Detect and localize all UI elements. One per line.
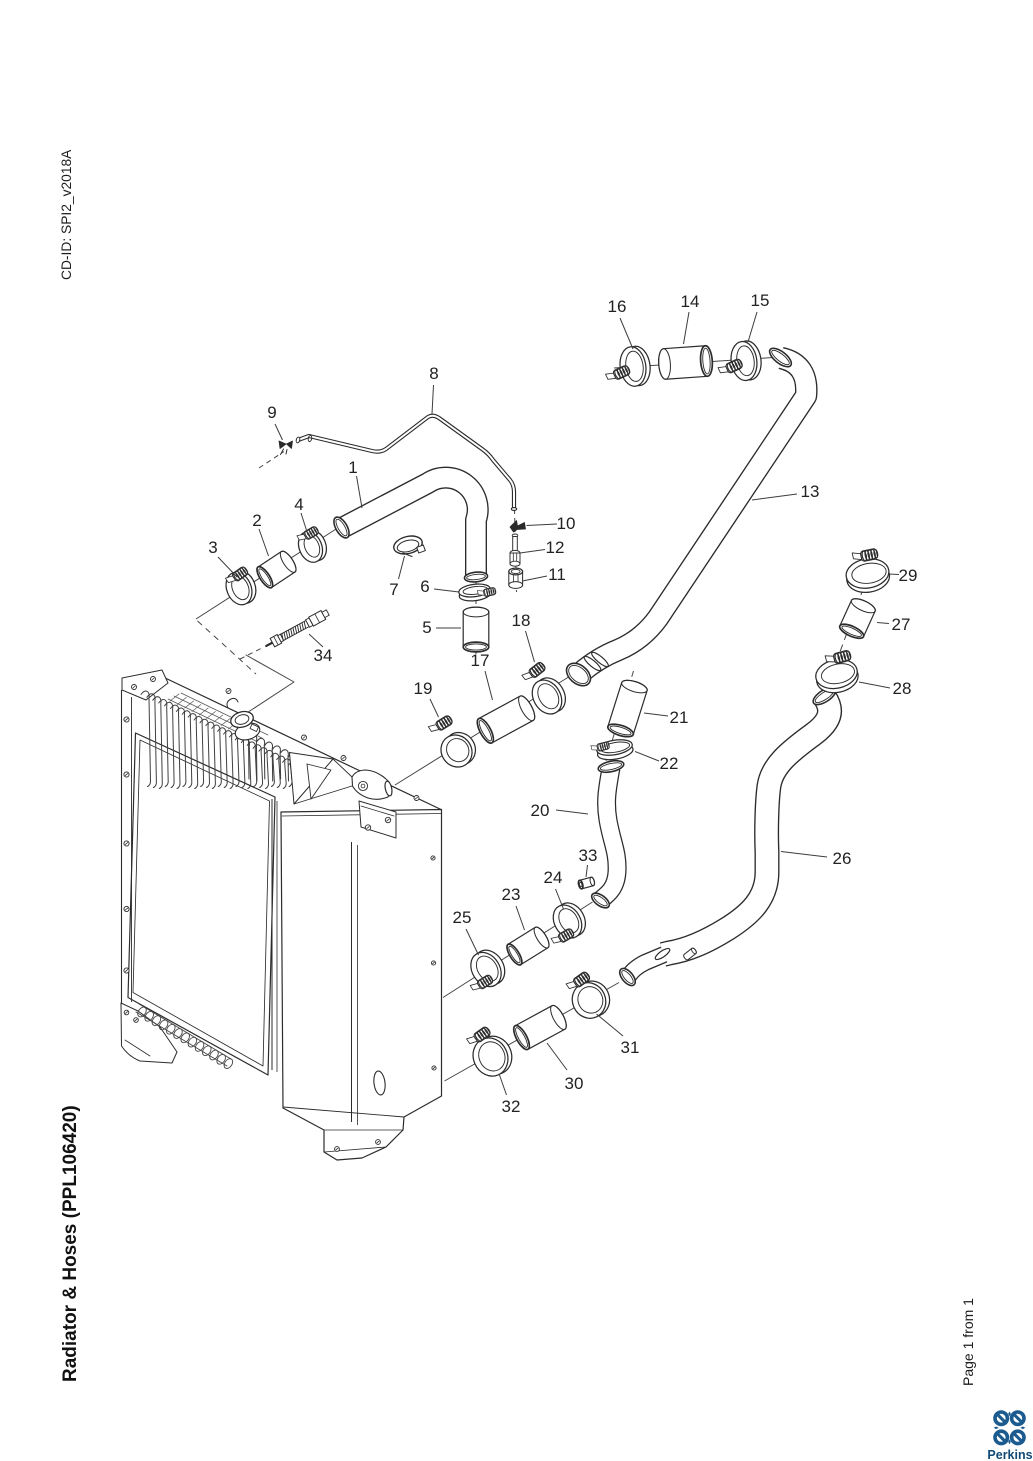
svg-text:15: 15 (751, 291, 770, 310)
svg-text:Perkins: Perkins (987, 1448, 1032, 1461)
svg-text:3: 3 (208, 538, 217, 557)
svg-text:9: 9 (267, 403, 276, 422)
svg-text:14: 14 (681, 292, 700, 311)
svg-text:24: 24 (544, 868, 563, 887)
svg-text:19: 19 (414, 679, 433, 698)
svg-text:20: 20 (531, 801, 550, 820)
svg-text:27: 27 (892, 615, 911, 634)
svg-text:8: 8 (429, 364, 438, 383)
svg-text:17: 17 (471, 651, 490, 670)
svg-text:26: 26 (833, 849, 852, 868)
svg-text:33: 33 (579, 846, 598, 865)
svg-text:13: 13 (801, 482, 820, 501)
svg-text:34: 34 (314, 646, 333, 665)
svg-text:Radiator & Hoses (PPL106420): Radiator & Hoses (PPL106420) (60, 1105, 81, 1382)
svg-text:CD-ID: SPI2_v2018A: CD-ID: SPI2_v2018A (59, 149, 74, 280)
svg-text:11: 11 (548, 565, 566, 584)
svg-text:23: 23 (502, 885, 521, 904)
svg-text:1: 1 (348, 458, 357, 477)
svg-text:4: 4 (294, 495, 303, 514)
svg-text:2: 2 (252, 511, 261, 530)
svg-text:18: 18 (512, 611, 531, 630)
svg-text:5: 5 (422, 618, 431, 637)
svg-text:32: 32 (502, 1097, 521, 1116)
svg-text:30: 30 (565, 1074, 584, 1093)
svg-text:10: 10 (557, 514, 576, 533)
svg-text:16: 16 (608, 297, 627, 316)
svg-text:Page 1 from 1: Page 1 from 1 (960, 1298, 976, 1386)
svg-text:28: 28 (893, 679, 912, 698)
svg-text:21: 21 (670, 708, 689, 727)
svg-text:25: 25 (453, 908, 472, 927)
svg-text:6: 6 (420, 577, 429, 596)
svg-text:7: 7 (389, 580, 398, 599)
svg-text:22: 22 (660, 754, 679, 773)
svg-text:12: 12 (546, 538, 565, 557)
svg-text:31: 31 (621, 1038, 640, 1057)
svg-text:29: 29 (899, 566, 918, 585)
